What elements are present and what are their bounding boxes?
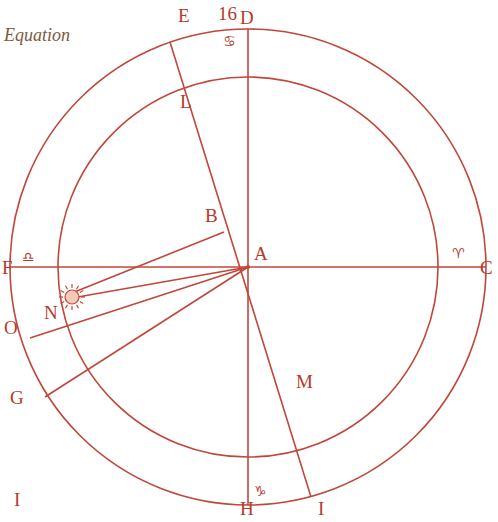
point-label: E xyxy=(178,6,190,25)
point-label: H xyxy=(240,499,254,518)
point-label: N xyxy=(44,303,58,322)
point-label: ♈ xyxy=(452,246,465,260)
point-label: O xyxy=(4,318,18,337)
sun-symbol xyxy=(59,284,85,310)
point-label: ♎ xyxy=(22,250,35,264)
point-label: A xyxy=(254,244,268,263)
line-a-g xyxy=(45,267,248,397)
point-label: M xyxy=(296,372,313,391)
line-a-o xyxy=(30,267,248,338)
point-label: C xyxy=(480,258,493,277)
point-label: ♋ xyxy=(223,34,236,48)
point-label: I xyxy=(14,490,20,509)
point-label: B xyxy=(205,206,218,225)
page-number: 16 xyxy=(218,4,237,23)
point-label: ♑ xyxy=(254,484,267,498)
point-label: G xyxy=(10,388,24,407)
heading-note: Equation xyxy=(4,26,70,44)
center-point xyxy=(246,265,250,269)
point-label: D xyxy=(240,8,254,27)
point-label: I xyxy=(318,499,324,518)
outer-circle xyxy=(10,29,486,505)
line-n-a xyxy=(72,267,248,298)
point-label: F xyxy=(2,258,13,277)
point-label: L xyxy=(180,92,192,111)
